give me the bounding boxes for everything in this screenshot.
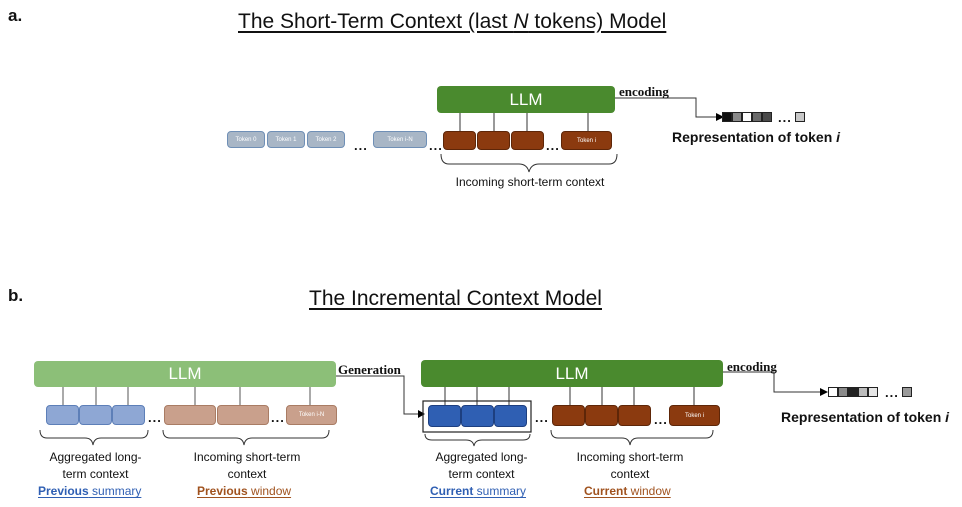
context-token: [477, 131, 510, 150]
panel-a-llm-block: LLM: [437, 86, 615, 113]
current-window-token: [552, 405, 585, 426]
vector-cell: [858, 387, 868, 397]
previous-llm-block: LLM: [34, 361, 336, 387]
current-window-token: [585, 405, 618, 426]
vector-cell: [762, 112, 772, 122]
ellipsis: ...: [546, 138, 560, 153]
current-token-i: Token i: [669, 405, 720, 426]
vector-cell: [752, 112, 762, 122]
ellipsis: ...: [148, 410, 162, 425]
panel-a-representation-label: Representation of token i: [672, 129, 841, 145]
brace-cur-summary: [424, 433, 531, 447]
previous-window-token: [217, 405, 269, 425]
ellipsis: ...: [429, 138, 443, 153]
vector-cell: [902, 387, 912, 397]
panel-a-letter: a.: [8, 6, 23, 25]
vector-cell: [732, 112, 742, 122]
ellipsis: ...: [885, 385, 899, 400]
ellipsis: ...: [535, 410, 549, 425]
previous-token-i-n: Token i-N: [286, 405, 337, 425]
brace-prev-summary: [39, 429, 149, 446]
ellipsis: ...: [271, 410, 285, 425]
previous-window-token: [164, 405, 216, 425]
previous-summary-caption: Aggregated long-term context: [49, 450, 142, 481]
previous-summary-token: [46, 405, 79, 425]
previous-summary-token: [79, 405, 112, 425]
brace-cur-window: [550, 429, 714, 446]
vector-cell: [828, 387, 838, 397]
panel-a-encoding-label: encoding: [619, 84, 669, 99]
current-llm-label: LLM: [555, 363, 589, 383]
previous-summary-label: Previous summary: [38, 484, 142, 498]
current-window-token: [618, 405, 651, 426]
current-summary-frame: [422, 400, 532, 433]
context-token: [511, 131, 544, 150]
panel-a-representation-vector: [722, 112, 784, 122]
panel-a-context-caption: Incoming short-term context: [455, 175, 605, 189]
brace-prev-window: [162, 429, 330, 446]
panel-a-brace: [440, 153, 618, 173]
panel-b-encoding-label: encoding: [727, 359, 777, 374]
generation-label: Generation: [338, 362, 401, 377]
previous-summary-token: [112, 405, 145, 425]
ellipsis: ...: [778, 110, 792, 125]
vector-cell: [795, 112, 805, 122]
context-token: [443, 131, 476, 150]
ellipsis: ...: [354, 138, 368, 153]
vector-cell: [742, 112, 752, 122]
panel-b-representation-label: Representation of token i: [781, 409, 950, 425]
current-llm-block: LLM: [421, 360, 723, 387]
previous-llm-label: LLM: [168, 364, 202, 383]
panel-a-title: The Short-Term Context (last N tokens) M…: [238, 10, 667, 33]
token-i: Token i: [561, 131, 612, 150]
current-window-label: Current window: [584, 484, 671, 498]
panel-a-llm-label: LLM: [509, 89, 543, 109]
current-summary-token: [461, 405, 494, 427]
current-summary-token: [494, 405, 527, 427]
panel-b-title: The Incremental Context Model: [309, 287, 602, 310]
ellipsis: ...: [654, 412, 668, 427]
token-i-n: Token i-N: [373, 131, 427, 148]
token-2: Token 2: [307, 131, 345, 148]
vector-cell: [848, 387, 858, 397]
previous-window-label: Previous window: [197, 484, 292, 498]
current-summary-token: [428, 405, 461, 427]
token-1: Token 1: [267, 131, 305, 148]
token-0: Token 0: [227, 131, 265, 148]
panel-b-letter: b.: [8, 286, 24, 305]
vector-cell: [868, 387, 878, 397]
current-summary-label: Current summary: [430, 484, 527, 498]
current-summary-caption: Aggregated long-term context: [435, 450, 528, 481]
panel-b-representation-vector: [828, 387, 890, 397]
vector-cell: [722, 112, 732, 122]
vector-cell: [838, 387, 848, 397]
